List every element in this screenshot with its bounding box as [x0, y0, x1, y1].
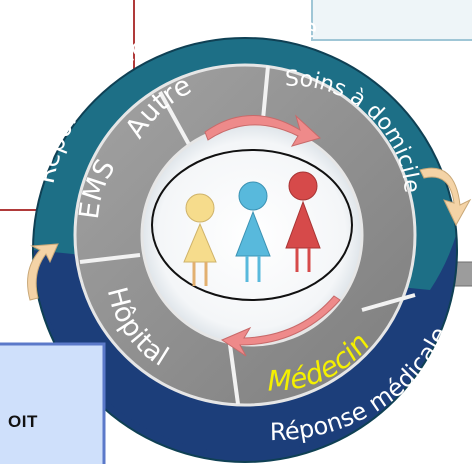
person-icon-yellow: [183, 193, 217, 286]
partial-box-label: OIT: [8, 412, 38, 431]
divider-hopital-ems: [79, 253, 141, 264]
top-right-panel: [311, 0, 472, 41]
bottom-left-box: [0, 342, 106, 464]
person-icon-red: [285, 171, 321, 272]
cycle-arrow-icon: [27, 114, 472, 357]
divider-soins-medecin: [361, 293, 416, 312]
person-icon-cyan: [235, 181, 271, 282]
divider-ems-autre: [158, 91, 194, 151]
